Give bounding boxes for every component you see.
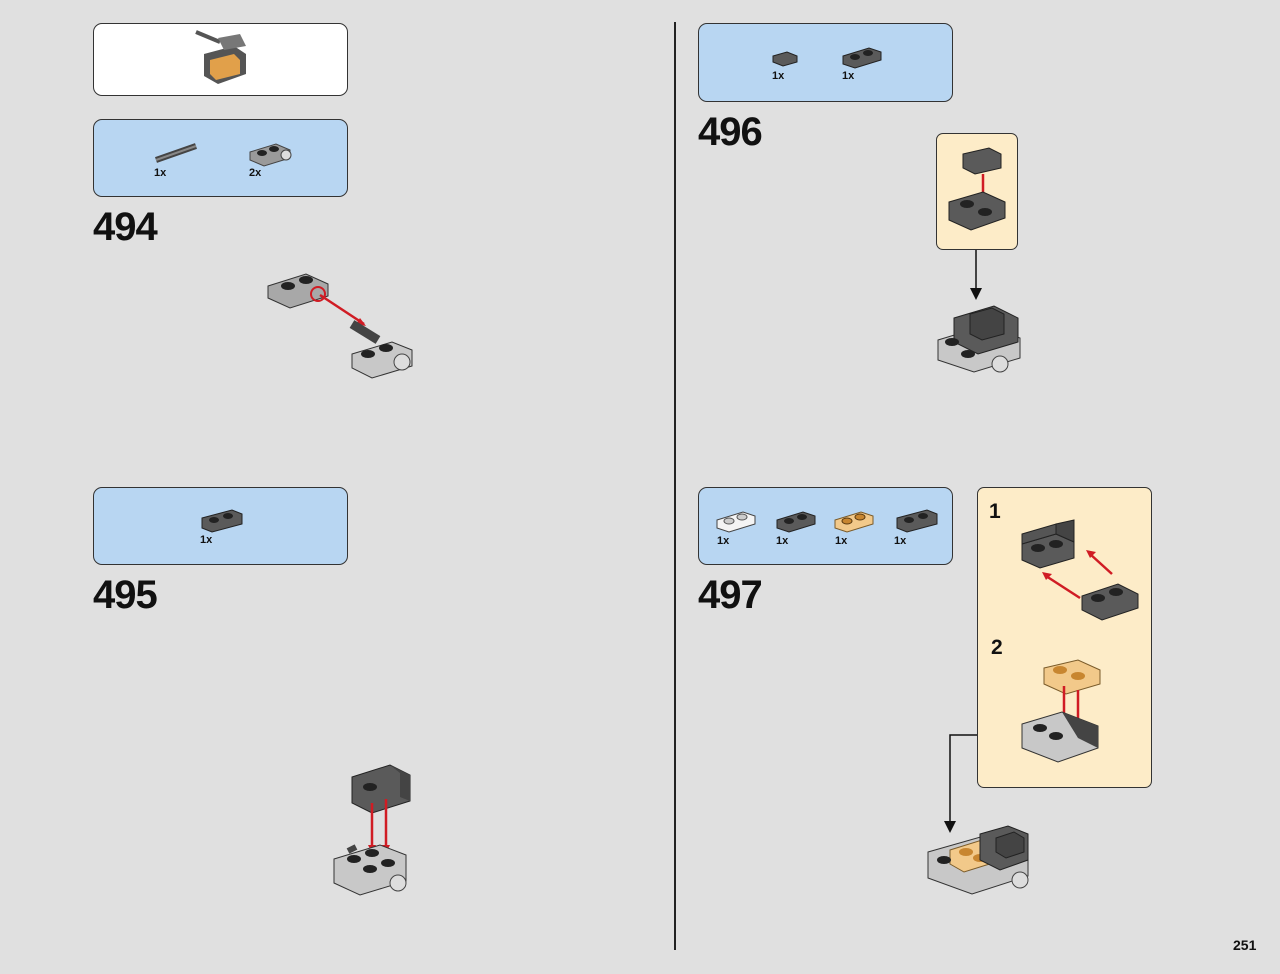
step-497-illustration xyxy=(927,825,1029,895)
substep-2-illustration xyxy=(1021,659,1101,763)
step-number-497: 497 xyxy=(698,573,763,617)
plate-with-ring-icon xyxy=(249,143,292,167)
part-qty: 1x xyxy=(842,70,855,82)
parts-list-497: 1x 1x 1x 1x xyxy=(698,487,953,565)
part-qty: 1x xyxy=(776,535,789,547)
part-qty: 2x xyxy=(249,167,262,179)
callout-arrow xyxy=(970,250,982,300)
step-495-illustration xyxy=(333,764,411,896)
part-qty: 1x xyxy=(894,535,907,547)
step-number-494: 494 xyxy=(93,205,158,249)
bar-with-clip-icon xyxy=(155,143,197,163)
tile-1x1-icon xyxy=(772,51,798,67)
plate-1x2-icon xyxy=(842,47,882,69)
parts-list-494: 1x 2x xyxy=(93,119,348,197)
plate-1x2-dark-icon xyxy=(776,511,816,533)
page-number: 251 xyxy=(1233,937,1257,953)
callout-arrow xyxy=(944,734,977,833)
submodel-callout xyxy=(93,23,348,96)
part-qty: 1x xyxy=(154,167,167,179)
callout-illustration xyxy=(948,147,1006,231)
part-qty: 1x xyxy=(200,534,213,546)
part-qty: 1x xyxy=(835,535,848,547)
part-qty: 1x xyxy=(772,70,785,82)
bracket-plate-icon xyxy=(201,509,243,533)
substep-number: 1 xyxy=(989,500,1001,523)
step-496-callout xyxy=(936,133,1018,250)
bracket-plate-dark-icon xyxy=(896,509,938,533)
part-qty: 1x xyxy=(717,535,730,547)
page-divider xyxy=(674,22,676,950)
step-497-callout: 1 2 xyxy=(977,487,1152,788)
parts-list-495: 1x xyxy=(93,487,348,565)
substep-number: 2 xyxy=(991,636,1003,659)
parts-list-496: 1x 1x xyxy=(698,23,953,102)
substep-1-illustration xyxy=(1021,519,1139,621)
step-496-illustration xyxy=(937,305,1021,373)
plate-1x2-tan-icon xyxy=(834,511,874,533)
step-number-495: 495 xyxy=(93,573,158,617)
step-number-496: 496 xyxy=(698,110,763,154)
submodel-illustration xyxy=(195,30,246,84)
plate-1x2-white-icon xyxy=(716,511,756,533)
step-494-illustration xyxy=(267,273,413,379)
